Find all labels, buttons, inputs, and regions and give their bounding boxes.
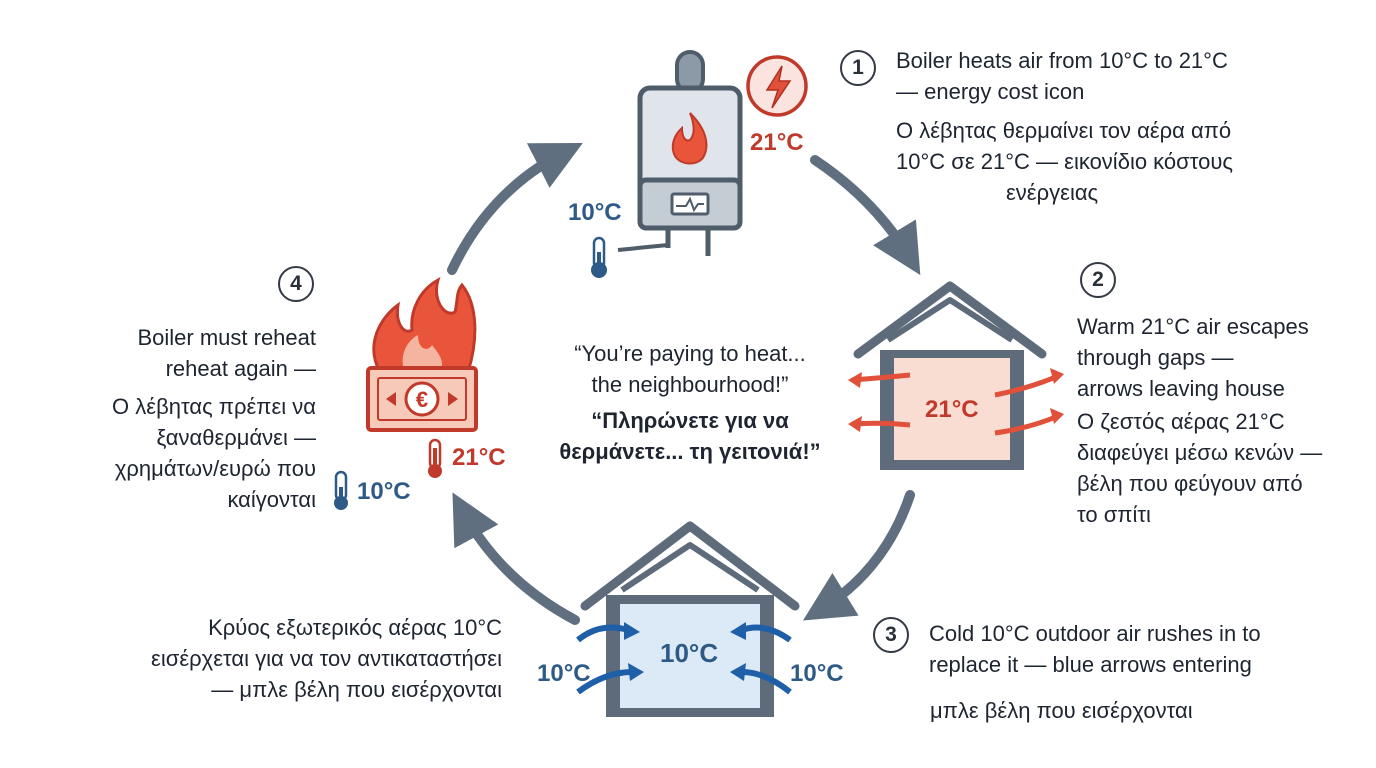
step-1-badge: 1 [840,50,876,86]
step-4-badge: 4 [278,266,314,302]
step-4-en-line: Boiler must reheat [137,325,316,350]
boiler-input-temp: 10°C [568,199,622,226]
step-2-gr-line: διαφεύγει μέσω κενών — [1077,440,1323,465]
step-4-gr-line: Ο λέβητας πρέπει να [112,394,316,419]
step-2-en-line: arrows leaving house [1077,376,1285,401]
thermometer-icon [334,470,348,510]
step-1-gr-line: 10°C σε 21°C — εικονίδιο κόστους [896,149,1233,174]
svg-text:€: € [416,387,428,412]
outdoor-temp-left: 10°C [537,660,591,687]
step-1-gr-line: Ο λέβητας θερμαίνει τον αέρα από [896,118,1232,143]
cycle-arrow-icon [447,142,583,275]
step-4-gr-text: Ο λέβητας πρέπει να ξαναθερμάνει — χρημά… [60,391,316,515]
boiler-output-temp: 21°C [750,129,804,156]
step-3-gr-left-line: Κρύος εξωτερικός αέρας 10°C [208,615,502,640]
step-1-en-line: Boiler heats air from 10°C to 21°C [896,48,1228,73]
step-2-gr-line: το σπίτι [1077,502,1151,527]
step-1-gr-text: Ο λέβητας θερμαίνει τον αέρα από 10°C σε… [896,115,1233,208]
step-1-en-text: Boiler heats air from 10°C to 21°C — ene… [896,45,1228,107]
step-2-gr-line: βέλη που φεύγουν από [1077,471,1303,496]
money-warm-temp: 21°C [452,444,506,471]
lightning-icon [746,55,808,117]
quote-en: “You’re paying to heat... the neighbourh… [520,338,860,400]
step-3-en-line: Cold 10°C outdoor air rushes in to [929,621,1261,646]
step-2-gr-line: Ο ζεστός αέρας 21°C [1077,409,1285,434]
cycle-arrow-icon [802,490,915,621]
step-2-en-line: Warm 21°C air escapes [1077,314,1309,339]
step-4-gr-line: ξαναθερμάνει — [156,425,316,450]
cold-house-temp: 10°C [660,638,719,668]
step-4-gr-line: καίγονται [227,487,316,512]
step-3-en-line: replace it — blue arrows entering [929,652,1252,677]
quote-en-line: “You’re paying to heat... [574,341,806,366]
thermometer-icon [428,438,442,478]
step-3-gr-left-line: εισέρχεται για να τον αντικαταστήσει [151,646,502,671]
step-2-badge: 2 [1080,262,1116,298]
house-icon [853,281,1047,470]
step-4-en-line: reheat again — [165,356,316,381]
quote-gr: “Πληρώνετε για να θερμάνετε... τη γειτον… [520,405,860,467]
quote-gr-line: “Πληρώνετε για να [591,408,789,433]
cycle-arrow-icon [810,155,921,276]
money-cold-temp: 10°C [357,478,411,505]
cycle-arrow-icon [452,492,580,625]
step-3-gr-left-line: — μπλε βέλη που εισέρχονται [211,677,502,702]
quote-gr-line: θερμάνετε... τη γειτονιά!” [559,439,821,464]
step-4-en-text: Boiler must reheat reheat again — [80,322,316,384]
thermometer-icon [591,236,607,278]
red-arrows-leaving [848,368,1064,436]
step-2-gr-text: Ο ζεστός αέρας 21°C διαφεύγει μέσω κενών… [1077,406,1322,530]
step-2-en-text: Warm 21°C air escapes through gaps — arr… [1077,311,1309,404]
boiler-icon [617,50,743,256]
quote-en-line: the neighbourhood!” [591,372,789,397]
warm-house-temp: 21°C [925,396,979,423]
step-3-en-text: Cold 10°C outdoor air rushes in to repla… [929,618,1261,680]
step-3-gr-line: μπλε βέλη που εισέρχονται [930,698,1193,723]
flame-icon [671,112,708,165]
step-2-en-line: through gaps — [1077,345,1234,370]
step-3-gr-left-text: Κρύος εξωτερικός αέρας 10°C εισέρχεται γ… [140,612,502,705]
step-1-gr-line: ενέργειας [1006,180,1099,205]
step-1-en-line: — energy cost icon [896,79,1085,104]
euro-icon: € [404,381,440,417]
outdoor-temp-right: 10°C [790,660,844,687]
step-4-gr-line: χρημάτων/ευρώ που [114,456,316,481]
step-3-badge: 3 [873,617,909,653]
blue-arrows-entering [576,622,792,695]
step-3-gr-text: μπλε βέλη που εισέρχονται [930,695,1193,726]
house-icon [580,521,800,717]
